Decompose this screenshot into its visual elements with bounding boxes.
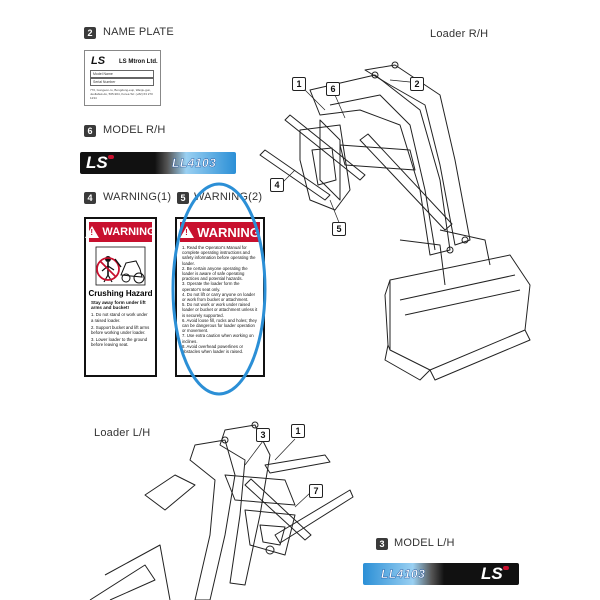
warning-decal-2-item-2: 2. Be certain anyone operating the loade… — [182, 265, 248, 282]
warning-decal-2-item-6: 6. Avoid loose fill, rocks and holes; th… — [182, 317, 257, 334]
section-number-model-lh: 3 — [376, 538, 388, 550]
section-label-model-lh: MODEL L/H — [394, 537, 455, 549]
name-plate-field-serial: Serial Number — [90, 78, 154, 86]
warning-decal-2-header: ! WARNING — [180, 222, 260, 242]
callout-lh-3: 3 — [256, 428, 270, 442]
callout-rh-1: 1 — [292, 77, 306, 91]
callout-lh-1: 1 — [291, 424, 305, 438]
callout-lh-7: 7 — [309, 484, 323, 498]
model-badge-rh-logo: LS — [86, 153, 108, 172]
loader-lh-drawing — [89, 421, 354, 600]
name-plate-address: 770, Gongeon-ro, Bongdong-eup, Wanju-gun… — [90, 88, 153, 100]
warning-decal-1-title: Crushing Hazard — [88, 289, 153, 298]
warning-decal-1: ! WARNING Crushing Hazard Stay away form… — [84, 217, 157, 377]
warning-decal-2-item-5: 5. Do not work or work under raised load… — [182, 302, 258, 318]
warning-decal-2-item-8: 8. Avoid overhead powerlines or obstacle… — [182, 343, 244, 355]
warning-decal-1-header-text: WARNING — [102, 226, 156, 238]
warning-decal-1-item-1: 1. Do not stand or work under a raised l… — [91, 312, 148, 323]
name-plate-company: LS Mtron Ltd. — [119, 59, 158, 65]
callout-rh-5: 5 — [332, 222, 346, 236]
logo-accent-icon — [108, 155, 114, 159]
section-label-name-plate: NAME PLATE — [103, 26, 174, 38]
warning-decal-2: ! WARNING 1. Read the Operator's Manual … — [175, 217, 265, 377]
model-badge-lh-logo: LS — [481, 564, 503, 583]
warning-decal-2-item-4: 4. Do not lift or carry anyone on loader… — [182, 291, 256, 303]
loader-lh-label: Loader L/H — [94, 427, 151, 439]
warning-decal-2-item-7: 7. Use extra caution when working on inc… — [182, 333, 254, 344]
warning-decal-1-item-3: 3. Lower loader to the ground before lea… — [91, 337, 148, 348]
model-badge-rh: LS LL4103 — [80, 152, 236, 174]
warning-decal-2-item-1: 1. Read the Operator's Manual for comple… — [182, 245, 256, 266]
crushing-hazard-pictogram-icon — [95, 246, 146, 286]
section-label-warning1: WARNING(1) — [103, 191, 172, 203]
loader-rh-label: Loader R/H — [430, 28, 489, 40]
model-badge-lh: LL4103 LS — [363, 563, 519, 585]
section-number-name-plate: 2 — [84, 27, 96, 39]
warning-decal-2-header-text: WARNING — [197, 224, 260, 240]
name-plate: LS LS Mtron Ltd. Model Name Serial Numbe… — [84, 50, 161, 106]
callout-rh-4: 4 — [270, 178, 284, 192]
section-number-warning1: 4 — [84, 192, 96, 204]
warning-decal-1-subtitle: Stay away form under lift arms and bucke… — [91, 300, 146, 311]
name-plate-logo: LS — [91, 55, 106, 67]
warning-decal-1-item-2: 2. Support bucket and lift arms before w… — [91, 324, 150, 336]
logo-accent-icon — [503, 566, 509, 570]
warning-triangle-icon: ! — [85, 226, 100, 238]
model-badge-lh-model: LL4103 — [381, 567, 426, 581]
model-badge-rh-model: LL4103 — [172, 156, 217, 170]
callout-rh-2: 2 — [410, 77, 424, 91]
section-number-warning2: 5 — [177, 192, 189, 204]
warning-decal-1-header: ! WARNING — [85, 222, 156, 242]
section-number-model-rh: 6 — [84, 125, 96, 137]
section-label-model-rh: MODEL R/H — [103, 124, 166, 136]
warning-triangle-icon: ! — [180, 226, 195, 238]
name-plate-field-model: Model Name — [90, 70, 154, 78]
loader-rh-drawing — [259, 61, 531, 381]
highlight-ellipse — [171, 182, 267, 396]
warning-decal-2-item-3: 3. Operate the loader form the operator'… — [182, 281, 240, 292]
callout-rh-6: 6 — [326, 82, 340, 96]
